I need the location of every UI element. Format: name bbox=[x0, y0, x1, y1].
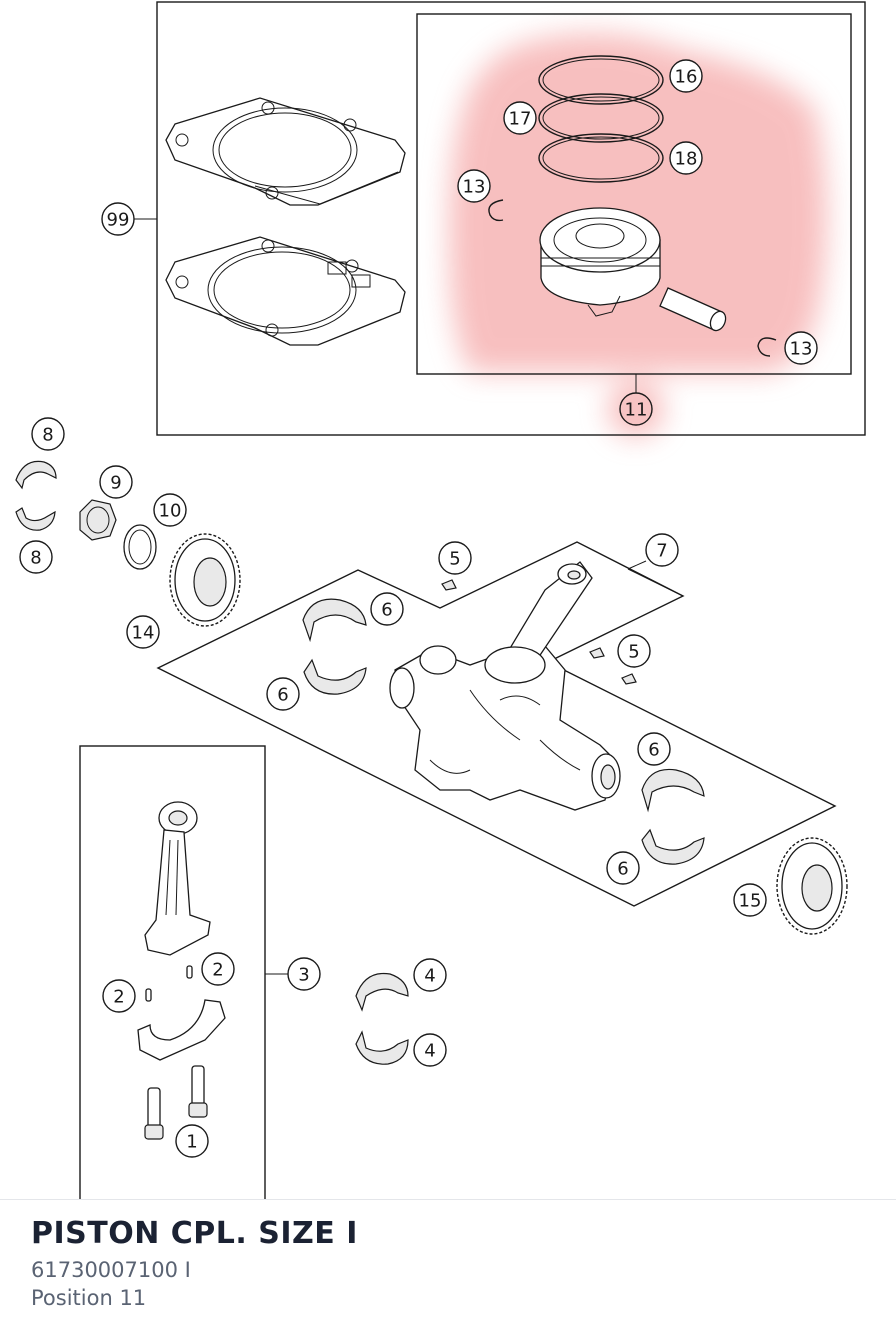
callout-label: 14 bbox=[132, 623, 155, 644]
callout-9[interactable]: 9 bbox=[99, 465, 133, 499]
callout-label: 8 bbox=[30, 548, 41, 569]
callout-8[interactable]: 8 bbox=[19, 540, 53, 574]
callout-label: 99 bbox=[107, 210, 130, 231]
cylinder-head-gasket-lower bbox=[165, 236, 406, 346]
callout-6[interactable]: 6 bbox=[266, 677, 300, 711]
callout-label: 4 bbox=[424, 1041, 435, 1062]
callout-label: 2 bbox=[113, 987, 124, 1008]
cylinder-head-gasket-upper bbox=[165, 97, 406, 206]
callout-1[interactable]: 1 bbox=[175, 1124, 209, 1158]
piston bbox=[539, 207, 661, 317]
callout-15[interactable]: 15 bbox=[733, 883, 767, 917]
callout-label: 2 bbox=[212, 960, 223, 981]
callout-16[interactable]: 16 bbox=[669, 59, 703, 93]
callout-label: 9 bbox=[110, 473, 121, 494]
callout-11[interactable]: 11 bbox=[619, 392, 653, 426]
piston-pin bbox=[659, 287, 727, 332]
callout-5[interactable]: 5 bbox=[438, 541, 472, 575]
main-bearing-shell-lower bbox=[15, 507, 56, 531]
callout-label: 6 bbox=[648, 740, 659, 761]
callout-99[interactable]: 99 bbox=[101, 202, 135, 236]
part-position: Position 11 bbox=[31, 1286, 147, 1310]
crankshaft bbox=[389, 561, 621, 811]
primary-gear bbox=[169, 533, 241, 627]
piston-kit-frame bbox=[416, 13, 852, 375]
callout-label: 5 bbox=[628, 642, 639, 663]
callout-label: 6 bbox=[277, 685, 288, 706]
callout-label: 13 bbox=[790, 339, 813, 360]
callout-label: 1 bbox=[186, 1132, 197, 1153]
circlip-right bbox=[757, 337, 777, 357]
circlip-left bbox=[488, 199, 504, 222]
callout-4[interactable]: 4 bbox=[413, 1033, 447, 1067]
woodruff-key-2 bbox=[589, 647, 605, 659]
connecting-rod-kit-frame bbox=[79, 745, 266, 1200]
main-bearing-shell-upper bbox=[15, 460, 57, 490]
callout-8[interactable]: 8 bbox=[31, 417, 65, 451]
callout-label: 6 bbox=[381, 600, 392, 621]
callout-6[interactable]: 6 bbox=[370, 592, 404, 626]
dowel-pin-right bbox=[186, 965, 193, 979]
bearing-shell-6-upper-left bbox=[302, 598, 367, 643]
balancer-gear bbox=[776, 837, 848, 935]
washer bbox=[123, 524, 157, 570]
woodruff-key-3 bbox=[621, 673, 637, 685]
callout-6[interactable]: 6 bbox=[637, 732, 671, 766]
callout-13[interactable]: 13 bbox=[784, 331, 818, 365]
callout-label: 5 bbox=[449, 549, 460, 570]
woodruff-key-1 bbox=[441, 579, 457, 591]
bearing-shell-6-lower-right bbox=[641, 828, 705, 865]
connecting-rod-bolts bbox=[144, 1065, 208, 1140]
callout-label: 3 bbox=[298, 965, 309, 986]
part-title: PISTON CPL. SIZE I bbox=[31, 1216, 358, 1251]
callout-label: 15 bbox=[739, 891, 762, 912]
callout-2[interactable]: 2 bbox=[201, 952, 235, 986]
part-number: 61730007100 I bbox=[31, 1258, 191, 1282]
callout-label: 4 bbox=[424, 966, 435, 987]
callout-7[interactable]: 7 bbox=[645, 533, 679, 567]
leader-lines bbox=[133, 218, 684, 975]
bearing-shell-6-lower-left bbox=[303, 658, 367, 695]
hex-nut bbox=[79, 499, 117, 541]
piston-rings bbox=[538, 55, 664, 183]
callout-label: 7 bbox=[656, 541, 667, 562]
callout-label: 11 bbox=[625, 400, 648, 421]
connecting-rod bbox=[144, 801, 211, 956]
callout-label: 6 bbox=[617, 859, 628, 880]
callout-label: 13 bbox=[463, 177, 486, 198]
callout-18[interactable]: 18 bbox=[669, 141, 703, 175]
callout-label: 18 bbox=[675, 149, 698, 170]
connecting-rod-cap bbox=[137, 999, 226, 1061]
callout-3[interactable]: 3 bbox=[287, 957, 321, 991]
callout-label: 8 bbox=[42, 425, 53, 446]
callout-label: 17 bbox=[509, 109, 532, 130]
callout-10[interactable]: 10 bbox=[153, 493, 187, 527]
conrod-bearing-shell-lower bbox=[355, 1030, 409, 1065]
callout-5[interactable]: 5 bbox=[617, 634, 651, 668]
bearing-shell-6-upper-right bbox=[641, 768, 705, 813]
callout-13[interactable]: 13 bbox=[457, 169, 491, 203]
conrod-bearing-shell-upper bbox=[355, 972, 409, 1012]
callout-2[interactable]: 2 bbox=[102, 979, 136, 1013]
callout-6[interactable]: 6 bbox=[606, 851, 640, 885]
callout-17[interactable]: 17 bbox=[503, 101, 537, 135]
callout-label: 10 bbox=[159, 501, 182, 522]
callout-4[interactable]: 4 bbox=[413, 958, 447, 992]
exploded-parts-diagram: 99 16 17 18 13 13 11 8 8 9 10 14 5 5 7 6 6 6 6 15 3 2 2 4 4 1 bbox=[15, 1, 866, 1200]
dowel-pin-left bbox=[145, 988, 152, 1002]
callout-14[interactable]: 14 bbox=[126, 615, 160, 649]
callout-label: 16 bbox=[675, 67, 698, 88]
part-info-panel: PISTON CPL. SIZE I 61730007100 I Positio… bbox=[0, 1199, 896, 1336]
